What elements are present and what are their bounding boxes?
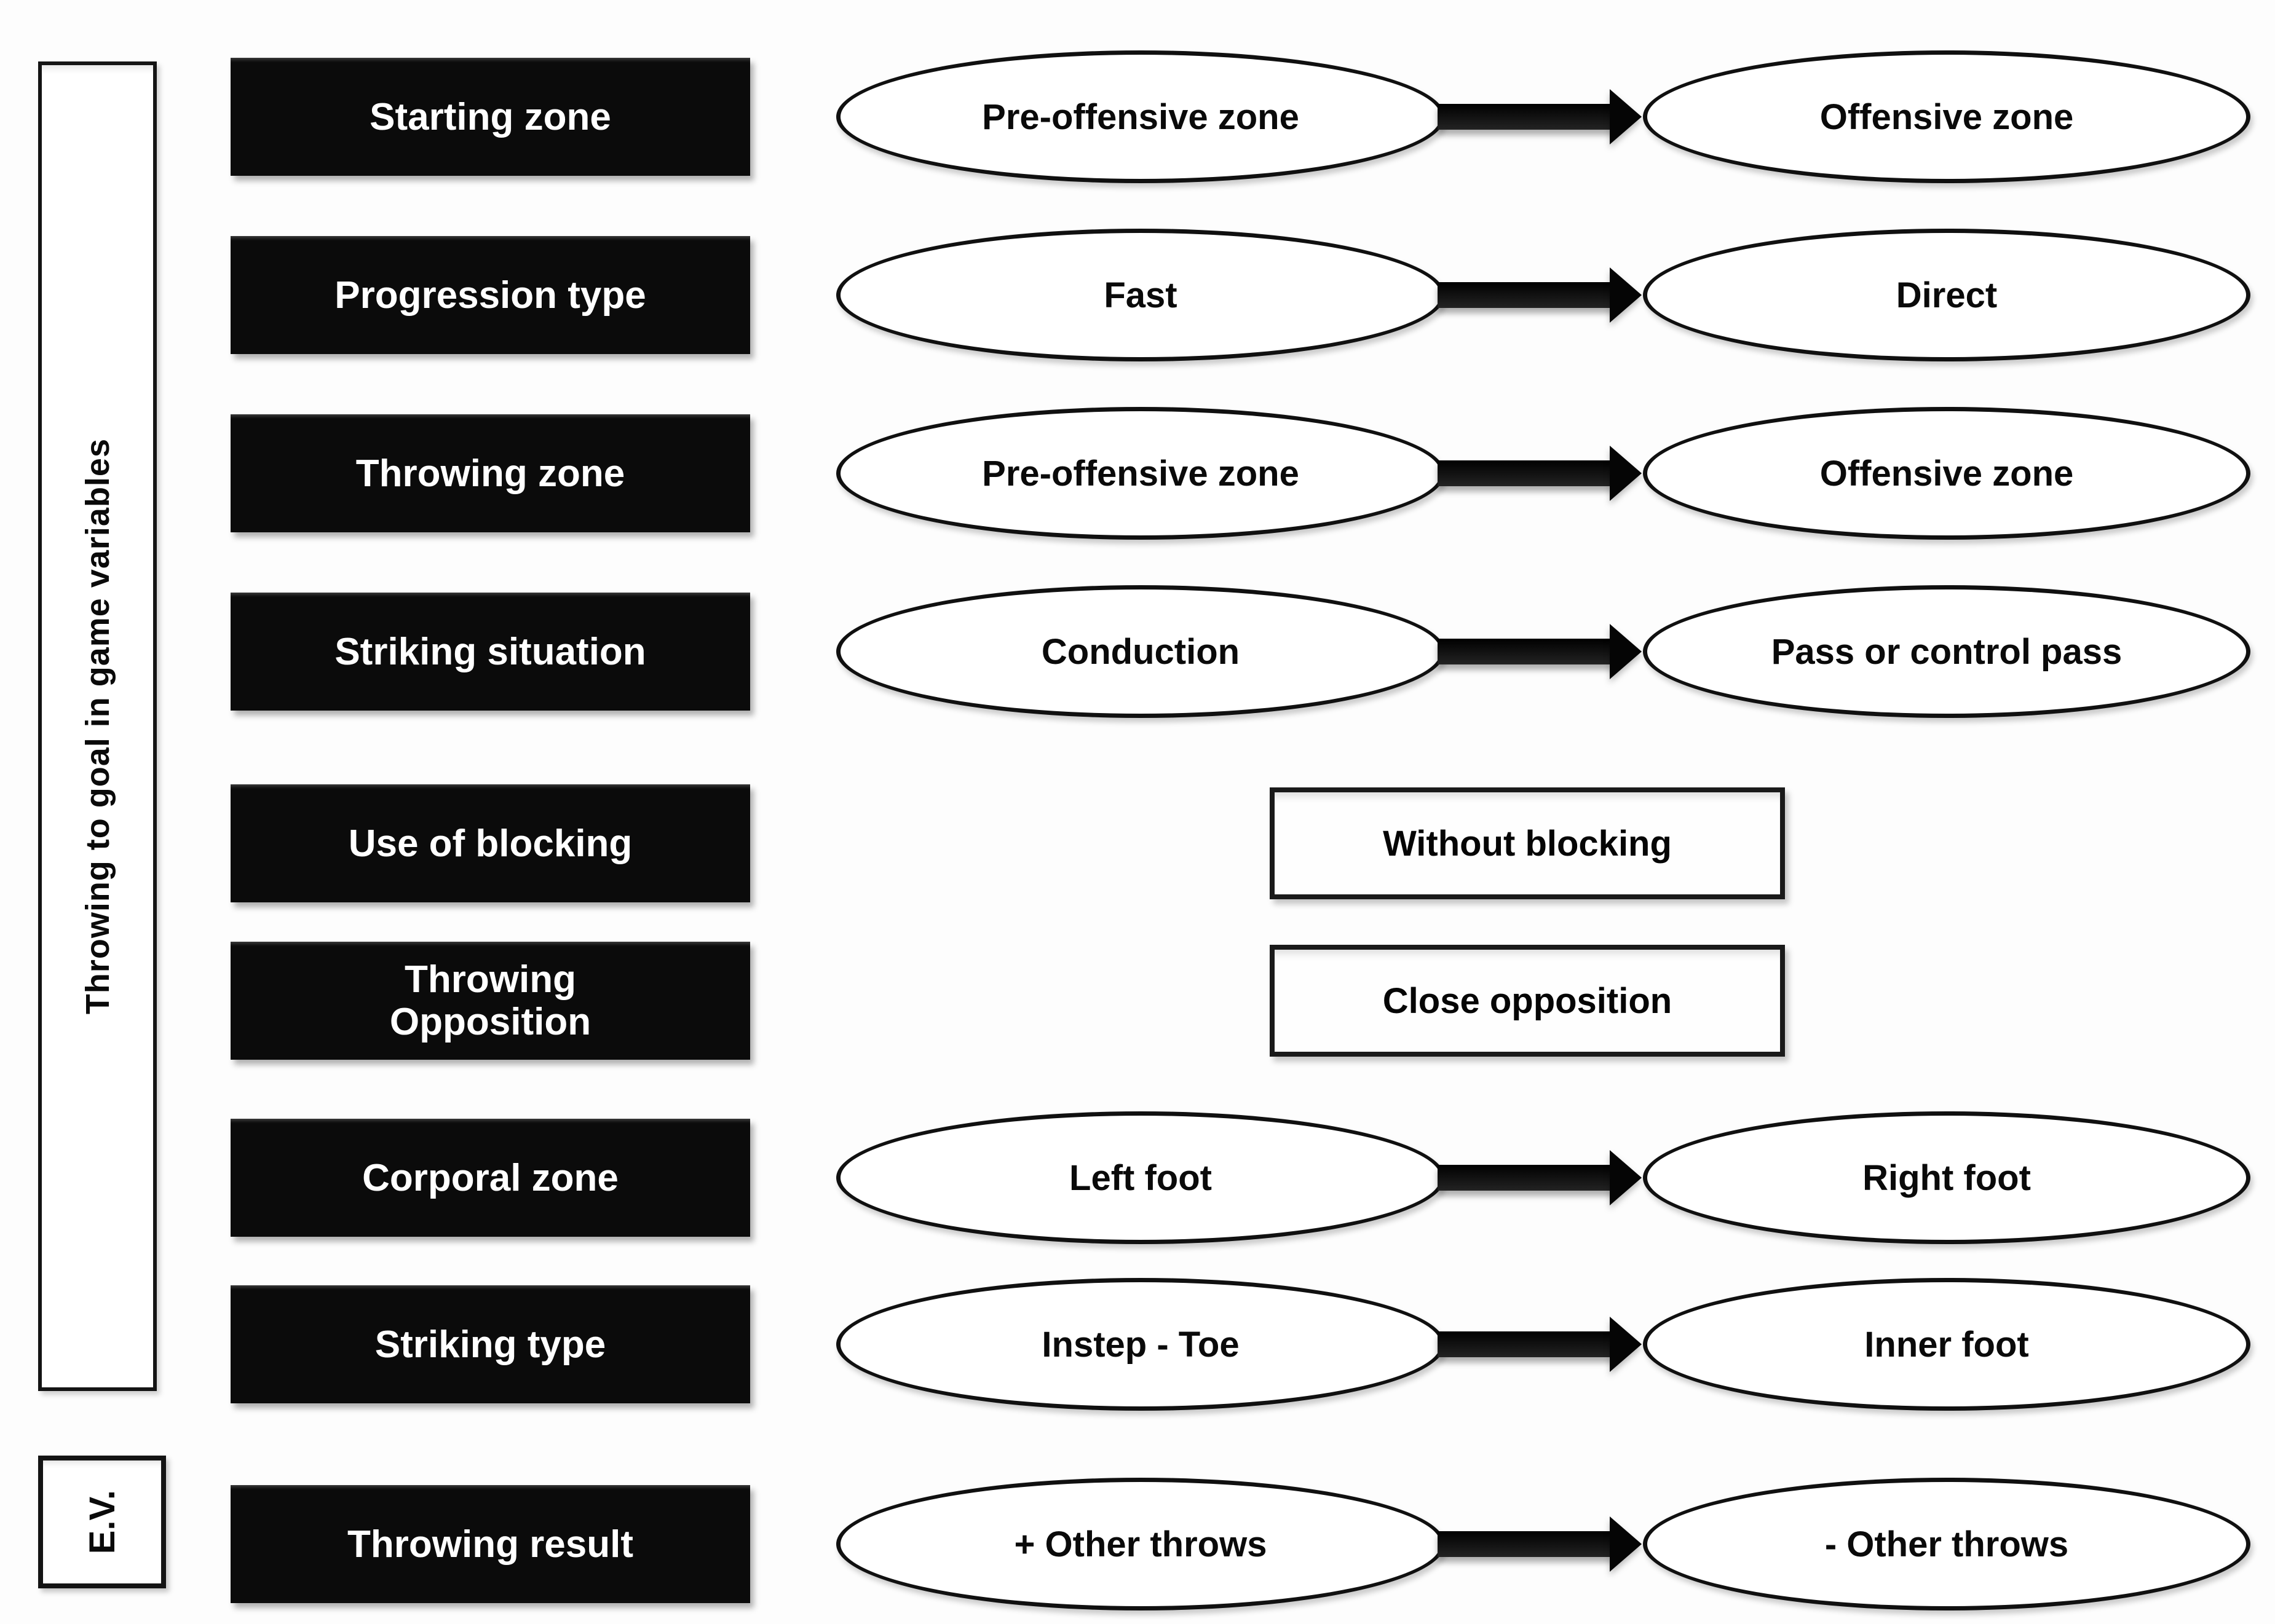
arrow-right-icon <box>1438 1516 1642 1572</box>
from-category: Instep - Toe <box>1042 1324 1240 1365</box>
variable-label: Use of blocking <box>348 822 633 865</box>
game-variables-side-bar: Throwing to goal in game variables <box>38 61 157 1391</box>
to-category: Offensive zone <box>1819 97 2074 137</box>
single-option-label: Close opposition <box>1382 980 1672 1021</box>
arrow-right-icon <box>1438 446 1642 501</box>
arrow-head <box>1610 89 1642 144</box>
arrow-shaft <box>1438 639 1613 664</box>
variable-label-box: Striking situation <box>231 593 750 711</box>
arrow-head <box>1610 1150 1642 1205</box>
variable-label: Throwing result <box>347 1523 633 1566</box>
to-ellipse: - Other throws <box>1643 1478 2250 1610</box>
to-category: Offensive zone <box>1819 453 2074 494</box>
to-ellipse: Inner foot <box>1643 1278 2250 1411</box>
arrow-head <box>1610 446 1642 501</box>
variable-label-box: Progression type <box>231 236 750 354</box>
variable-label: Starting zone <box>370 95 611 138</box>
to-category: Direct <box>1896 275 1998 315</box>
variable-label: Striking situation <box>334 630 646 673</box>
arrow-shaft <box>1438 1531 1613 1557</box>
variable-label-box: Corporal zone <box>231 1119 750 1237</box>
row-throwing-result: Throwing result + Other throws - Other t… <box>0 1455 2275 1624</box>
from-ellipse: Fast <box>836 229 1445 361</box>
arrow-right-icon <box>1438 1150 1642 1205</box>
variable-label-box: Striking type <box>231 1285 750 1403</box>
arrow-right-icon <box>1438 267 1642 323</box>
from-category: Left foot <box>1069 1157 1212 1198</box>
variable-label-box: Throwing result <box>231 1485 750 1603</box>
variable-label: Corporal zone <box>362 1156 619 1199</box>
row-corporal-zone: Corporal zone Left foot Right foot <box>0 1089 2275 1267</box>
from-ellipse: Left foot <box>836 1111 1445 1244</box>
from-category: Pre-offensive zone <box>982 453 1299 494</box>
row-starting-zone: Starting zone Pre-offensive zone Offensi… <box>0 28 2275 206</box>
arrow-shaft <box>1438 104 1613 130</box>
arrow-head <box>1610 267 1642 323</box>
from-ellipse: Conduction <box>836 585 1445 718</box>
ev-box: E.V. <box>38 1456 166 1588</box>
row-throwing-zone: Throwing zone Pre-offensive zone Offensi… <box>0 384 2275 562</box>
from-ellipse: + Other throws <box>836 1478 1445 1610</box>
from-ellipse: Instep - Toe <box>836 1278 1445 1411</box>
arrow-head <box>1610 624 1642 679</box>
from-category: Fast <box>1104 275 1177 315</box>
from-ellipse: Pre-offensive zone <box>836 407 1445 540</box>
to-ellipse: Offensive zone <box>1643 407 2250 540</box>
variable-label: Throwing Opposition <box>389 958 592 1043</box>
to-category: Inner foot <box>1864 1324 2029 1365</box>
single-option-box: Close opposition <box>1270 945 1785 1057</box>
single-option-box: Without blocking <box>1270 787 1785 899</box>
arrow-shaft <box>1438 282 1613 308</box>
arrow-right-icon <box>1438 89 1642 144</box>
from-category: Pre-offensive zone <box>982 97 1299 137</box>
to-ellipse: Right foot <box>1643 1111 2250 1244</box>
to-category: Pass or control pass <box>1771 631 2123 672</box>
variable-label-box: Throwing Opposition <box>231 942 750 1060</box>
to-category: Right foot <box>1862 1157 2031 1198</box>
to-ellipse: Direct <box>1643 229 2250 361</box>
row-throwing-opposition: Throwing Opposition Close opposition <box>0 912 2275 1090</box>
variable-label-box: Use of blocking <box>231 784 750 902</box>
arrow-right-icon <box>1438 624 1642 679</box>
from-ellipse: Pre-offensive zone <box>836 50 1445 183</box>
variable-label: Throwing zone <box>355 452 625 495</box>
variable-label: Striking type <box>374 1323 606 1366</box>
arrow-right-icon <box>1438 1317 1642 1372</box>
to-category: - Other throws <box>1824 1524 2069 1564</box>
row-striking-situation: Striking situation Conduction Pass or co… <box>0 562 2275 741</box>
arrow-shaft <box>1438 1331 1613 1357</box>
variable-label-box: Starting zone <box>231 58 750 176</box>
from-category: Conduction <box>1041 631 1240 672</box>
variable-label: Progression type <box>334 274 646 317</box>
to-ellipse: Pass or control pass <box>1643 585 2250 718</box>
arrow-shaft <box>1438 460 1613 486</box>
to-ellipse: Offensive zone <box>1643 50 2250 183</box>
row-progression-type: Progression type Fast Direct <box>0 206 2275 384</box>
from-category: + Other throws <box>1014 1524 1267 1564</box>
arrow-head <box>1610 1317 1642 1372</box>
row-striking-type: Striking type Instep - Toe Inner foot <box>0 1255 2275 1433</box>
row-use-of-blocking: Use of blocking Without blocking <box>0 754 2275 932</box>
arrow-shaft <box>1438 1165 1613 1191</box>
variable-label-box: Throwing zone <box>231 414 750 532</box>
arrow-head <box>1610 1516 1642 1572</box>
single-option-label: Without blocking <box>1383 823 1672 864</box>
